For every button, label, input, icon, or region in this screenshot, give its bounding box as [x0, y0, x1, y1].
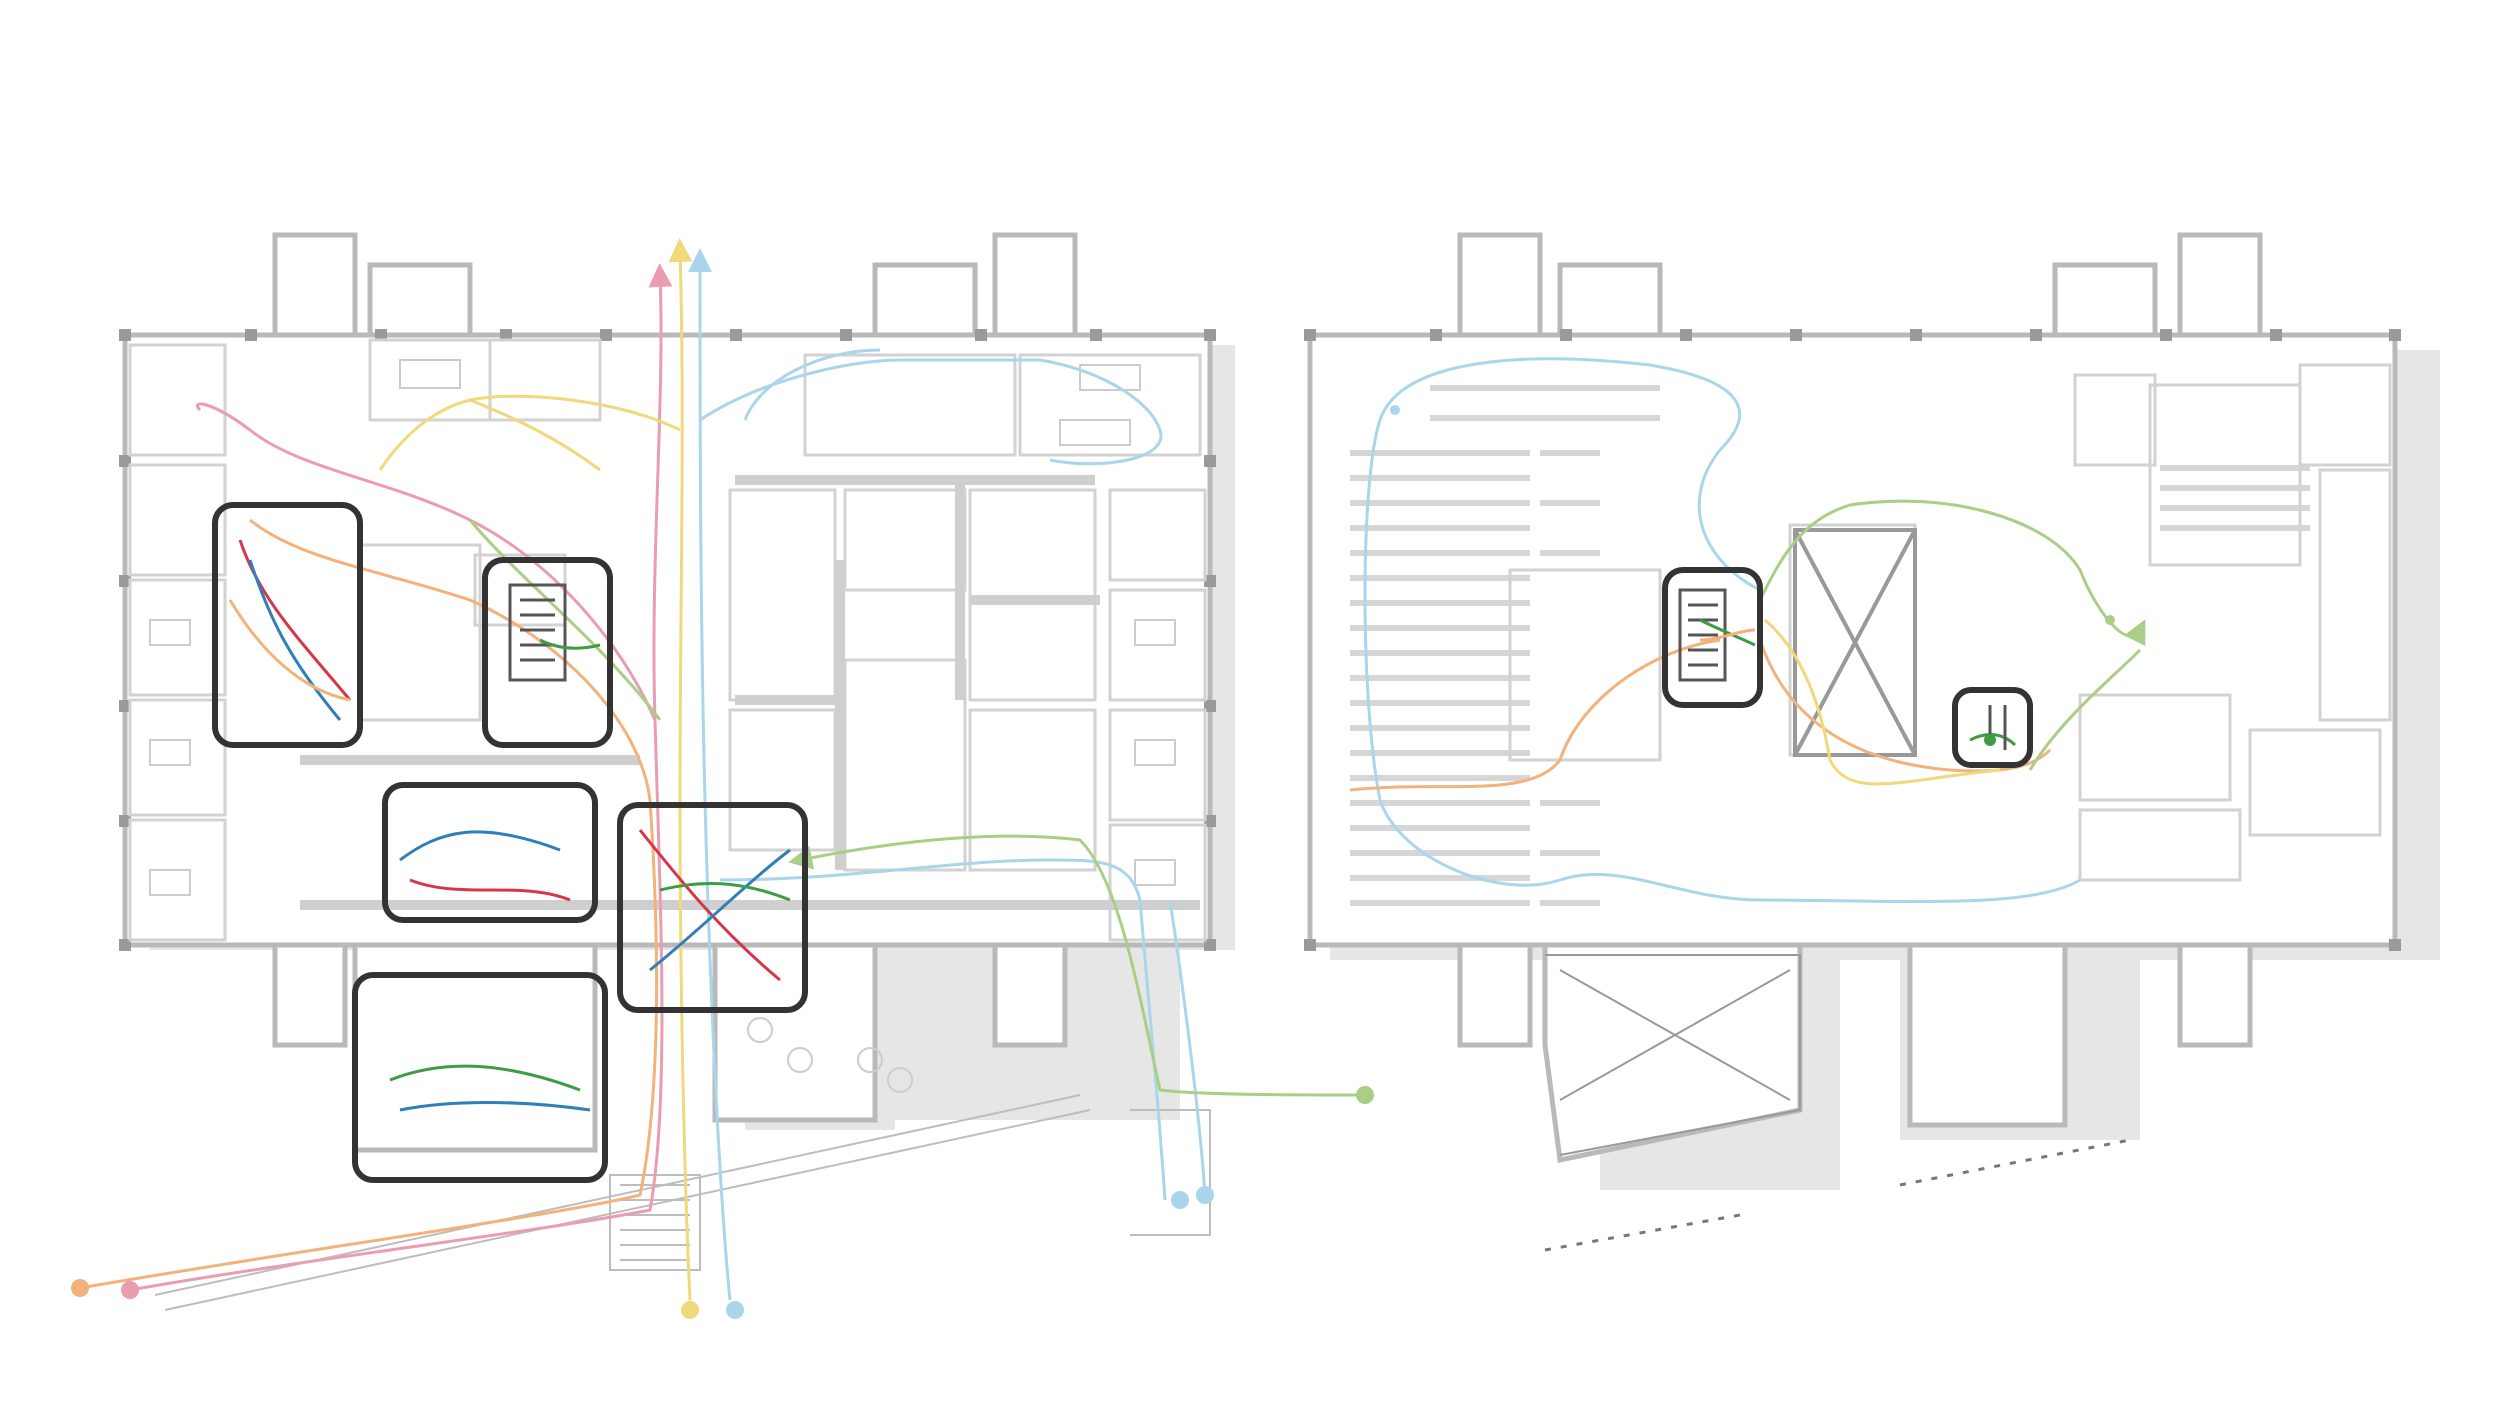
left-plan-entrance-ramp [154, 1094, 1211, 1311]
right-plan-columns [1304, 329, 2401, 951]
endpoint-blue [726, 1301, 744, 1319]
focus-stair-core [482, 557, 613, 748]
focus-entry-hall [617, 802, 808, 1013]
focus-lift-right [1952, 687, 2033, 768]
left-plan-focus-areas [212, 502, 808, 1183]
left-floor-plan [71, 232, 1374, 1319]
focus-meeting [382, 782, 598, 923]
right-plan-atrium [1545, 528, 1917, 1156]
endpoint-pink [121, 1281, 139, 1299]
right-focus-activity [1699, 618, 2017, 750]
left-focus-activity [228, 539, 791, 1112]
blue-path-loop [1039, 358, 1163, 466]
left-plan-walls [122, 232, 1213, 1153]
pink-path-main [129, 263, 673, 1292]
left-plan-columns [119, 329, 1216, 951]
blue-path-south [719, 858, 1167, 1201]
blue-path-east [699, 358, 1040, 422]
left-plan-endpoints [71, 1086, 1374, 1319]
yellow-path-main [668, 238, 693, 1301]
endpoint-yellow [681, 1301, 699, 1319]
endpoint-blue-3 [1196, 1186, 1214, 1204]
focus-reception [352, 972, 608, 1183]
right-floor-plan [1304, 232, 2440, 1252]
endpoint-orange [71, 1279, 89, 1297]
focus-stair-core-right [1662, 567, 1763, 708]
endpoint-green [1356, 1086, 1374, 1104]
right-plan-focus-areas [1662, 567, 2033, 768]
left-plan-corridors [300, 475, 1200, 910]
blue-path-south2 [1168, 899, 1207, 1196]
right-plan-walls [1307, 232, 2398, 1163]
right-plan-site-lines [1544, 1138, 2131, 1252]
left-plan-furniture [149, 359, 1176, 1093]
focus-west-suite [212, 502, 363, 748]
left-plan-rooms [128, 338, 1207, 942]
right-plan-rooms [1508, 363, 2392, 882]
orange-path-main [79, 518, 659, 1290]
green-path-north [468, 519, 662, 721]
endpoint-blue-2 [1171, 1191, 1189, 1209]
left-stair-icon [508, 583, 567, 682]
blue-path-main [688, 248, 732, 1301]
pink-path-branch [196, 402, 657, 721]
right-plan-bookshelves [1350, 385, 2310, 906]
right-plan-endpoints [1390, 405, 2115, 746]
blue-path-ne [743, 348, 881, 421]
green-path-east [788, 834, 1366, 1097]
left-plan-paths [79, 238, 1366, 1301]
yellow-path-loop [469, 398, 601, 472]
yellow-path-branch [378, 394, 681, 471]
